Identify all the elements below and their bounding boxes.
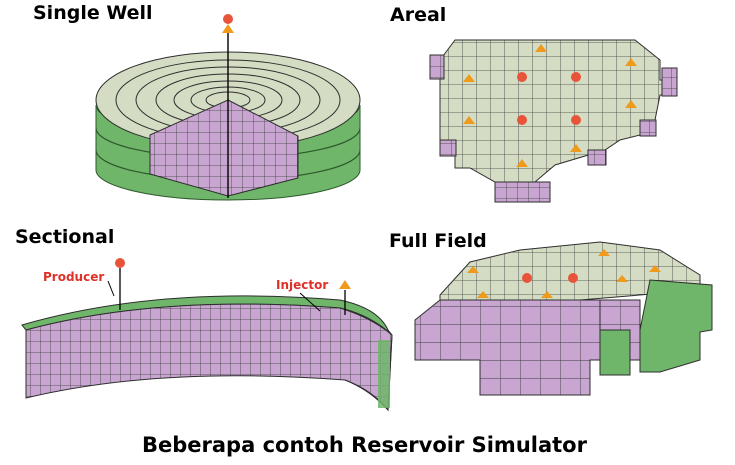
- producer-marker-icon: [517, 72, 527, 82]
- injector-marker-icon: [535, 44, 547, 52]
- full-field-model: [414, 241, 713, 396]
- full-field-title: Full Field: [389, 230, 487, 252]
- injector-marker-icon: [541, 291, 553, 298]
- injector-marker-icon: [463, 116, 475, 124]
- single-well-title: Single Well: [33, 2, 153, 24]
- injector-marker-icon: [625, 58, 637, 66]
- producer-marker-icon: [223, 14, 233, 24]
- injector-label: Injector: [276, 278, 329, 292]
- injector-marker-icon: [570, 144, 582, 152]
- producer-label: Producer: [43, 270, 105, 284]
- producer-marker-icon: [522, 273, 532, 283]
- producer-marker-icon: [571, 72, 581, 82]
- injector-marker-icon: [598, 249, 610, 256]
- injector-marker-icon: [516, 159, 528, 167]
- single-well-model: [95, 32, 361, 201]
- areal-title: Areal: [390, 4, 447, 26]
- sectional-title: Sectional: [15, 226, 115, 248]
- sectional-model: [21, 268, 393, 412]
- injector-marker-icon: [222, 24, 234, 33]
- areal-injectors: [463, 44, 637, 167]
- figure-caption: Beberapa contoh Reservoir Simulator: [142, 433, 587, 457]
- full-field-producers: [522, 273, 578, 283]
- producer-marker-icon: [568, 273, 578, 283]
- producer-marker-icon: [517, 115, 527, 125]
- injector-marker-icon: [477, 291, 489, 298]
- injector-marker-icon: [463, 74, 475, 82]
- injector-marker-icon: [339, 280, 351, 289]
- producer-marker-icon: [571, 115, 581, 125]
- injector-marker-icon: [625, 100, 637, 108]
- injector-marker-icon: [649, 265, 661, 272]
- areal-producers: [517, 72, 581, 125]
- injector-marker-icon: [467, 266, 479, 273]
- full-field-injectors: [467, 249, 661, 298]
- producer-marker-icon: [115, 258, 125, 268]
- areal-model: [429, 39, 678, 203]
- injector-marker-icon: [616, 275, 628, 282]
